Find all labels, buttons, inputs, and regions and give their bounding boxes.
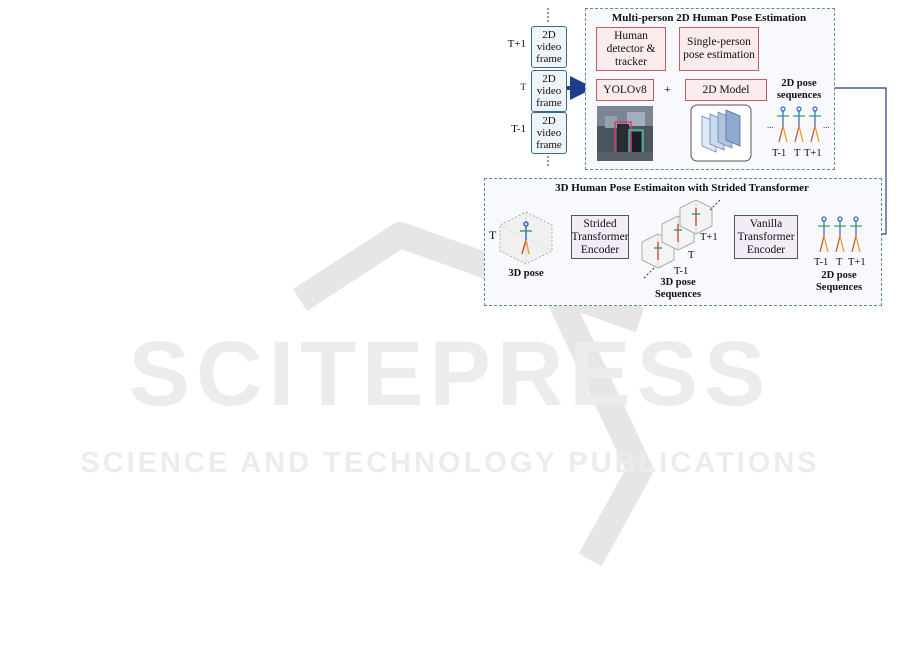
skeleton-t-plus-1 (809, 106, 821, 143)
svg-text:...: ... (767, 120, 774, 130)
3d-pose-sequence-cubes (641, 199, 721, 279)
vanilla-transformer-box: Vanilla Transformer Encoder (734, 215, 798, 259)
top-panel-title: Multi-person 2D Human Pose Estimation (611, 12, 807, 24)
human-detector-box: Human detector & tracker (596, 27, 666, 71)
network-layers-icon (690, 104, 752, 162)
time-label-t: T (520, 82, 527, 92)
2d-skeletons-input (818, 216, 862, 253)
video-frame-t: 2D video frame (531, 70, 567, 112)
svg-text:...: ... (823, 120, 829, 130)
video-frame-t-plus-1: 2D video frame (531, 26, 567, 68)
input-time-t-plus-1: T+1 (848, 257, 866, 268)
seq-time-t: T (688, 250, 695, 261)
input-skeleton-t-plus-1 (850, 216, 862, 253)
top-time-t-plus-1: T+1 (804, 148, 822, 159)
2d-skeletons-top: ... ... (767, 106, 829, 143)
2d-pose-sequences-caption: 2D pose Sequences (815, 270, 863, 293)
strided-transformer-box: Strided Transformer Encoder (571, 215, 629, 259)
input-time-t: T (836, 257, 843, 268)
skeleton-t-minus-1 (777, 106, 789, 143)
bottom-panel-title: 3D Human Pose Estimaiton with Strided Tr… (555, 182, 809, 194)
input-skeleton-t-minus-1 (818, 216, 830, 253)
time-label-t-plus-1: T+1 (507, 38, 526, 50)
input-time-t-minus-1: T-1 (814, 257, 829, 268)
3d-pose-sequences-caption: 3D pose Sequences (654, 277, 702, 300)
skeleton-t (793, 106, 805, 143)
3d-pose-caption: 3D pose (508, 268, 544, 279)
plus-sign: + (664, 82, 671, 96)
seq-time-t-plus-1: T+1 (700, 232, 718, 243)
time-label-t-minus-1: T-1 (511, 123, 526, 135)
top-time-t-minus-1: T-1 (772, 148, 787, 159)
video-frame-t-minus-1: 2D video frame (531, 112, 567, 154)
top-time-t: T (794, 148, 801, 159)
2d-model-box: 2D Model (685, 79, 767, 101)
3d-pose-output-cube (499, 211, 553, 265)
input-skeleton-t (834, 216, 846, 253)
yolo-box: YOLOv8 (596, 79, 654, 101)
seq-time-t-minus-1: T-1 (674, 266, 689, 277)
detection-photo (597, 106, 653, 161)
cube-t-plus-1 (679, 199, 713, 235)
3d-pose-time-label: T (489, 228, 497, 242)
single-pose-box: Single-person pose estimation (679, 27, 759, 71)
2d-pose-output-label: 2D pose sequences (776, 78, 822, 101)
